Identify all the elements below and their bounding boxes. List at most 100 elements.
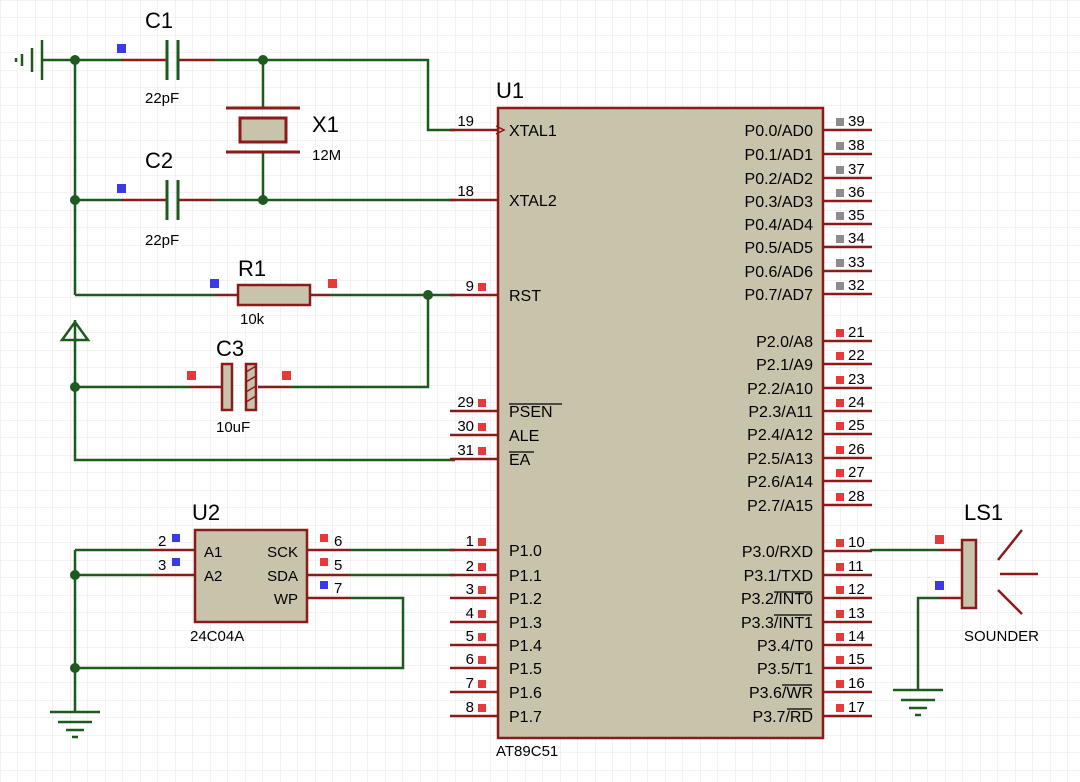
u1-pin[interactable]: 1P1.0: [450, 533, 542, 560]
u1-pin-name: P0.5/AD5: [745, 240, 814, 257]
x1-ref: X1: [312, 112, 339, 137]
u1-pin[interactable]: 3P1.2: [450, 581, 542, 608]
u2-pin-name: SCK: [267, 544, 298, 561]
u1-pin[interactable]: 4P1.3: [450, 605, 542, 632]
u1-pin-name: P0.1/AD1: [745, 147, 814, 164]
u1-pin-num: 10: [848, 534, 865, 551]
capacitor-c1[interactable]: C1 22pF: [117, 8, 215, 107]
u1-pin-num: 14: [848, 628, 865, 645]
u1-pin[interactable]: 5P1.4: [450, 628, 542, 655]
u1-pin-num: 17: [848, 699, 865, 716]
u1-pin-name: P3.7/RD: [753, 709, 813, 726]
capacitor-c2[interactable]: C2 22pF: [117, 148, 215, 249]
u1-part: AT89C51: [496, 743, 558, 760]
u1-pin-name: P2.4/A12: [747, 427, 813, 444]
ic-u2[interactable]: U2 24C04A 2 3 6 5 7 A1 A2 SCK SDA WP: [150, 500, 350, 645]
capacitor-c3[interactable]: C3 10uF: [187, 336, 291, 436]
crystal-x1[interactable]: X1 12M: [226, 106, 341, 164]
u2-pin-num: 2: [158, 533, 166, 550]
u1-pin-num: 5: [466, 628, 474, 645]
u1-pin-num: 15: [848, 651, 865, 668]
u1-pin-num: 16: [848, 675, 865, 692]
ground-symbol-sounder: [893, 688, 943, 717]
u1-pin-name: P1.6: [509, 685, 542, 702]
c2-value: 22pF: [145, 232, 179, 249]
u1-pin-num: 19: [457, 113, 474, 130]
u1-pin-name: P1.2: [509, 591, 542, 608]
u1-pin-name: P3.3/INT1: [741, 615, 813, 632]
u1-pin[interactable]: 7P1.6: [450, 675, 542, 702]
u1-pin-name: P2.1/A9: [756, 357, 813, 374]
junction-dots: [70, 55, 433, 673]
x1-value: 12M: [312, 147, 341, 164]
u2-pin-name: A1: [204, 544, 222, 561]
u1-pin-num: 35: [848, 207, 865, 224]
u1-pin[interactable]: 6P1.5: [450, 651, 542, 678]
u1-pin-name: EA: [509, 452, 531, 469]
resistor-r1[interactable]: R1 10k: [210, 256, 337, 328]
u1-pin-name: P3.0/RXD: [742, 544, 813, 561]
u1-pin-num: 8: [466, 699, 474, 716]
wires: [42, 58, 940, 712]
u1-pin-name: P3.6/WR: [749, 685, 813, 702]
u1-pin-name: P1.4: [509, 638, 542, 655]
u1-pin-name: P0.3/AD3: [745, 194, 814, 211]
u1-pin-name: PSEN: [509, 404, 553, 421]
u1-pin-num: 12: [848, 581, 865, 598]
u1-pin-name: P1.3: [509, 615, 542, 632]
u1-pin[interactable]: 2P1.1: [450, 558, 542, 585]
u1-pin-num: 7: [466, 675, 474, 692]
u1-pin-num: 18: [457, 183, 474, 200]
u1-pin-name: P0.2/AD2: [745, 171, 814, 188]
u1-ref: U1: [496, 78, 524, 103]
u1-pin-name: P3.4/T0: [757, 638, 813, 655]
u1-pin-name: P2.0/A8: [756, 334, 813, 351]
u1-pin-num: 34: [848, 230, 865, 247]
u1-pin-name: P2.2/A10: [747, 381, 813, 398]
u1-pin-num: 39: [848, 113, 865, 130]
u1-pin[interactable]: 8P1.7: [450, 699, 542, 726]
r1-value: 10k: [240, 311, 265, 328]
c2-ref: C2: [145, 148, 173, 173]
u1-pin-name: P3.2/INT0: [741, 591, 813, 608]
u1-pin-num: 25: [848, 417, 865, 434]
u1-pin-num: 38: [848, 137, 865, 154]
u1-pin-num: 1: [466, 533, 474, 550]
u1-pin-num: 9: [466, 278, 474, 295]
sounder-ls1[interactable]: LS1 SOUNDER: [935, 500, 1039, 645]
u1-pin-num: 23: [848, 371, 865, 388]
u1-pin-num: 33: [848, 254, 865, 271]
